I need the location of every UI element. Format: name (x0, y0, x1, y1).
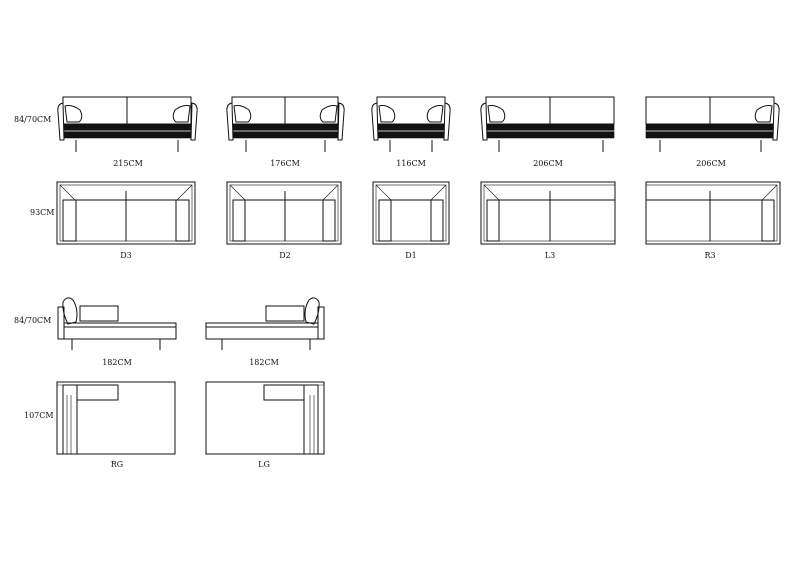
row-label-front-height-2: 84/70CM (14, 316, 51, 325)
sofa-d1-top-view (372, 181, 450, 245)
sofa-d3-width-label: 215CM (113, 159, 143, 168)
sofa-d3-top-view (56, 181, 196, 245)
sofa-d1-width-label: 116CM (396, 159, 426, 168)
sofa-r3-front-view (645, 96, 780, 152)
chaise-rg-top-view (56, 381, 176, 455)
chaise-lg-front-view (205, 297, 325, 350)
row-label-front-height-1: 84/70CM (14, 115, 51, 124)
sofa-d2-width-label: 176CM (270, 159, 300, 168)
sofa-r3-top-view (645, 181, 781, 245)
sofa-l3-front-view (480, 96, 615, 152)
sofa-d1-code: D1 (405, 251, 417, 260)
sofa-l3-width-label: 206CM (533, 159, 563, 168)
sofa-d1-front-view (371, 96, 451, 152)
chaise-rg-code: RG (111, 460, 123, 469)
sofa-d2-code: D2 (279, 251, 291, 260)
chaise-lg-width-label: 182CM (249, 358, 279, 367)
sofa-d3-code: D3 (120, 251, 132, 260)
sofa-l3-code: L3 (545, 251, 555, 260)
sofa-d2-top-view (226, 181, 342, 245)
chaise-lg-top-view (205, 381, 325, 455)
sofa-d2-front-view (226, 96, 345, 152)
chaise-rg-width-label: 182CM (102, 358, 132, 367)
row-label-top-depth-2: 107CM (24, 411, 54, 420)
chaise-rg-front-view (57, 297, 177, 350)
chaise-lg-code: LG (258, 460, 270, 469)
sofa-r3-code: R3 (704, 251, 715, 260)
sofa-r3-width-label: 206CM (696, 159, 726, 168)
row-label-top-depth-1: 93CM (30, 208, 55, 217)
sofa-l3-top-view (480, 181, 616, 245)
sofa-d3-front-view (57, 96, 198, 152)
